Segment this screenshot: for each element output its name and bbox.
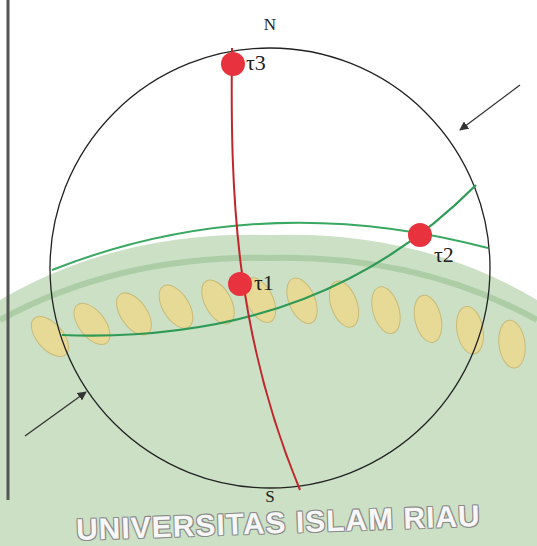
- primitive-circle: [50, 48, 490, 488]
- great-circle: [232, 48, 300, 490]
- stress-point: [221, 52, 245, 76]
- stress-point: [408, 223, 432, 247]
- border-line: [7, 0, 10, 500]
- stress-label: τ3: [246, 52, 266, 74]
- south-label: S: [265, 488, 274, 505]
- stress-label: τ1: [254, 272, 274, 294]
- stress-arrow: [460, 85, 520, 130]
- watermark-ground: [0, 235, 537, 546]
- north-label: N: [264, 16, 276, 33]
- stress-label: τ2: [434, 244, 454, 266]
- great-circle: [52, 223, 488, 270]
- watermark-rope: [24, 273, 527, 370]
- great-circle: [62, 185, 476, 336]
- stress-arrow: [25, 392, 86, 436]
- stress-point: [228, 272, 252, 296]
